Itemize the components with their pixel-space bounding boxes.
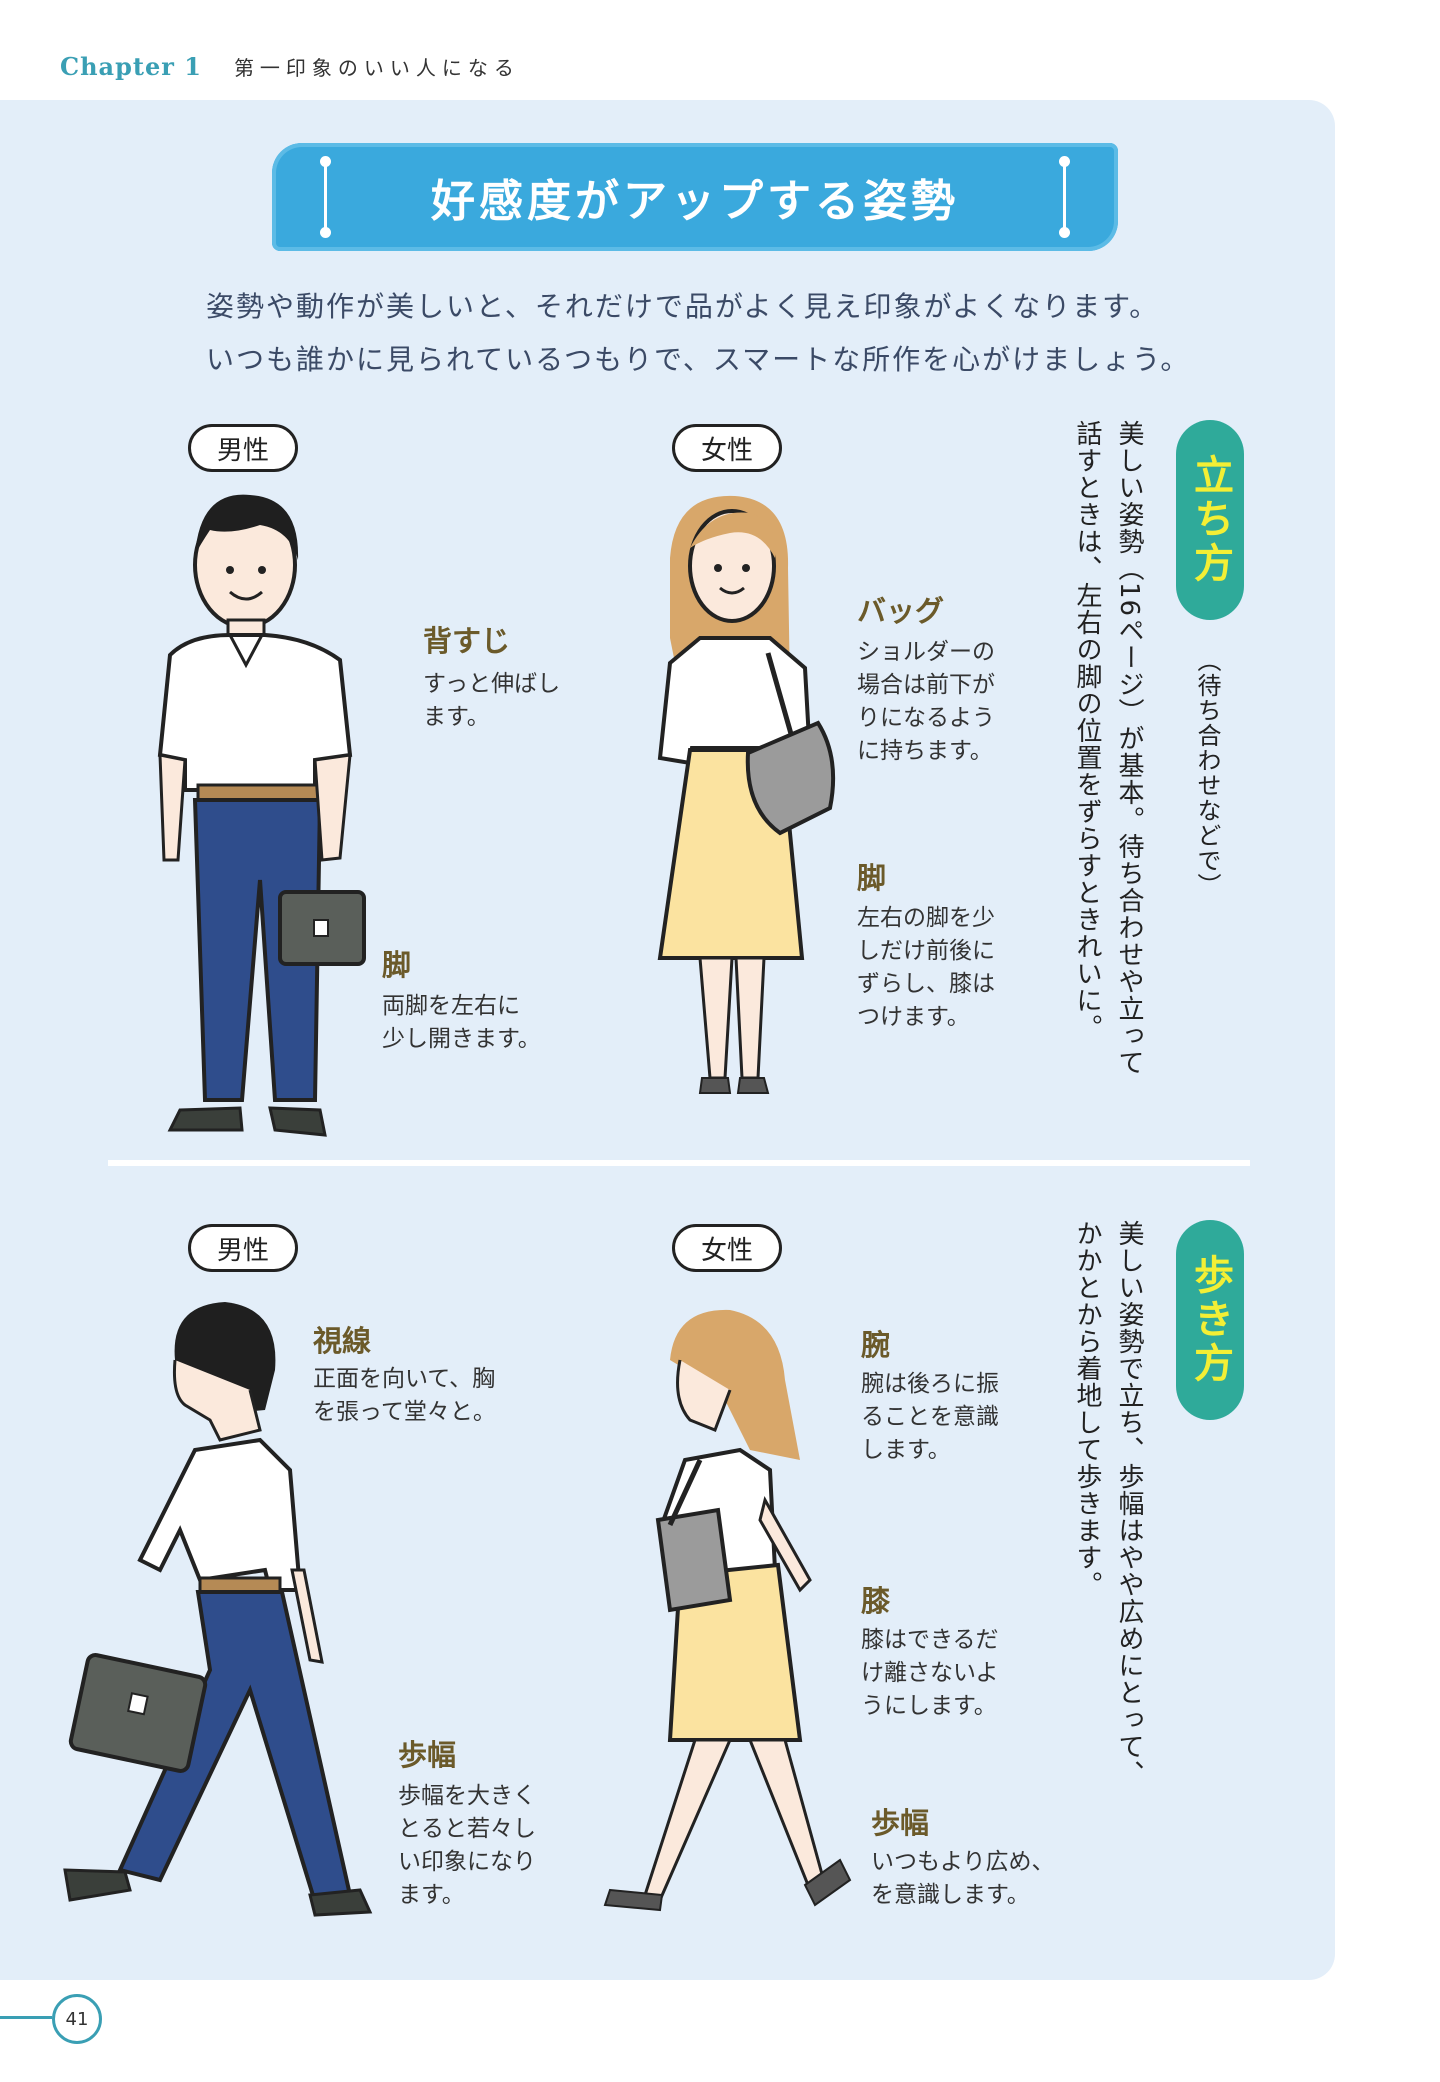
- knee-title: 膝: [861, 1584, 891, 1618]
- text-line: 話すときは、左右の脚の位置をずらすときれいに。: [1072, 420, 1102, 1041]
- arm-title: 腕: [861, 1328, 891, 1362]
- text-line: 歩幅を大きく: [398, 1783, 536, 1809]
- text-line: いつもより広め、: [871, 1849, 1055, 1875]
- intro-text: 姿勢や動作が美しいと、それだけで品がよく見え印象がよくなります。 いつも誰かに見…: [206, 280, 1206, 386]
- chapter-label: Chapter 1: [60, 51, 202, 81]
- male-stride-title: 歩幅: [398, 1738, 457, 1772]
- female-tag-standing: 女性: [672, 424, 782, 472]
- text-line: 左右の脚を少: [857, 905, 995, 931]
- female-stride-text: いつもより広め、 を意識します。: [871, 1846, 1055, 1912]
- gaze-text: 正面を向いて、胸 を張って堂々と。: [313, 1363, 496, 1429]
- male-standing-illustration: [157, 494, 366, 1137]
- female-legs-title: 脚: [857, 861, 887, 895]
- text-line: を張って堂々と。: [313, 1399, 496, 1425]
- chapter-title: 第一印象のいい人になる: [233, 55, 520, 80]
- text-line: に持ちます。: [857, 738, 993, 764]
- text-line: ます。: [423, 704, 490, 730]
- text-line: ずらし、膝は: [857, 971, 995, 997]
- text-line: 両脚を左右に: [382, 993, 520, 1019]
- back-title: 背すじ: [423, 624, 511, 658]
- text-line: とると若々し: [398, 1816, 536, 1842]
- text-line: 正面を向いて、胸: [313, 1366, 496, 1392]
- walking-description: 美しい姿勢で立ち、歩幅はやや広めにとって、 かかとから着地して歩きます。: [1066, 1220, 1150, 1787]
- female-legs-text: 左右の脚を少 しだけ前後に ずらし、膝は つけます。: [857, 902, 995, 1034]
- female-standing-illustration: [657, 495, 836, 1094]
- banner-title: 好感度がアップする姿勢: [431, 176, 959, 227]
- intro-line: 姿勢や動作が美しいと、それだけで品がよく見え印象がよくなります。: [206, 290, 1160, 323]
- standing-subtitle: （待ち合わせなどで）: [1193, 648, 1221, 898]
- female-walking-illustration: [603, 1309, 852, 1912]
- text-line: い印象になり: [398, 1849, 536, 1875]
- male-legs-title: 脚: [382, 948, 412, 982]
- male-legs-text: 両脚を左右に 少し開きます。: [382, 990, 541, 1056]
- text-line: 美しい姿勢で立ち、歩幅はやや広めにとって、: [1114, 1220, 1144, 1787]
- text-line: りになるよう: [857, 705, 995, 731]
- text-line: ます。: [398, 1882, 465, 1908]
- text-line: 美しい姿勢（16ページ）が基本。待ち合わせや立って: [1114, 420, 1144, 1077]
- bag-title: バッグ: [857, 594, 945, 628]
- male-stride-text: 歩幅を大きく とると若々し い印象になり ます。: [398, 1780, 536, 1912]
- standing-pill: 立ち方: [1176, 420, 1244, 620]
- knee-text: 膝はできるだ け離さないよ うにします。: [861, 1624, 999, 1723]
- text-line: 場合は前下が: [857, 672, 995, 698]
- text-line: け離さないよ: [861, 1660, 999, 1686]
- page-number: 41: [52, 1994, 102, 2044]
- text-line: つけます。: [857, 1004, 970, 1030]
- bag-text: ショルダーの 場合は前下が りになるよう に持ちます。: [857, 636, 995, 768]
- text-line: しだけ前後に: [857, 938, 995, 964]
- text-line: うにします。: [861, 1693, 997, 1719]
- banner-left-ornament: [320, 156, 331, 238]
- male-walking-illustration: [63, 1302, 373, 1917]
- text-line: を意識します。: [871, 1882, 1030, 1908]
- text-line: かかとから着地して歩きます。: [1072, 1220, 1102, 1598]
- text-line: すっと伸ばし: [423, 671, 561, 697]
- male-tag-standing: 男性: [188, 424, 298, 472]
- back-text: すっと伸ばし ます。: [423, 668, 560, 734]
- banner-right-ornament: [1059, 156, 1070, 238]
- male-tag-walking: 男性: [188, 1224, 298, 1272]
- text-line: 膝はできるだ: [861, 1627, 999, 1653]
- intro-line: いつも誰かに見られているつもりで、スマートな所作を心がけましょう。: [206, 343, 1191, 376]
- female-stride-title: 歩幅: [871, 1806, 930, 1840]
- walking-pill: 歩き方: [1176, 1220, 1244, 1420]
- text-line: ショルダーの: [857, 639, 995, 665]
- female-tag-walking: 女性: [672, 1224, 782, 1272]
- gaze-title: 視線: [313, 1324, 372, 1358]
- standing-description: 美しい姿勢（16ページ）が基本。待ち合わせや立って 話すときは、左右の脚の位置を…: [1066, 420, 1150, 1076]
- page-header: Chapter 1 第一印象のいい人になる: [60, 46, 520, 86]
- text-line: 腕は後ろに振: [861, 1371, 999, 1397]
- section-banner: 好感度がアップする姿勢: [272, 143, 1118, 251]
- text-line: します。: [861, 1437, 951, 1463]
- text-line: 少し開きます。: [382, 1026, 541, 1052]
- text-line: ることを意識: [861, 1404, 999, 1430]
- section-divider: [108, 1160, 1250, 1166]
- page-number-rule: [0, 2016, 52, 2019]
- arm-text: 腕は後ろに振 ることを意識 します。: [861, 1368, 999, 1467]
